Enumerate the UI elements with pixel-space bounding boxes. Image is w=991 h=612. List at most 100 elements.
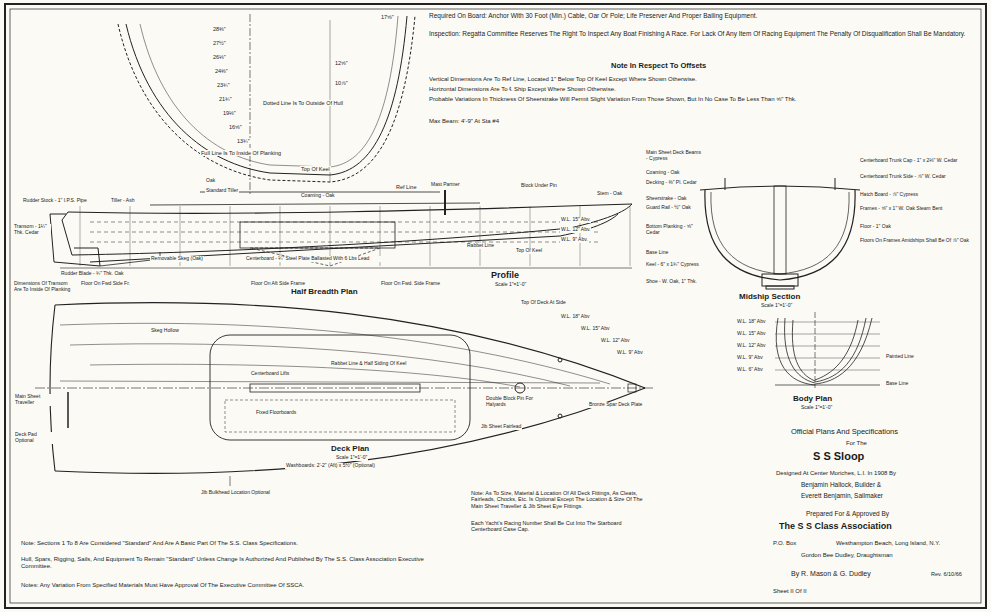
part-label: Oak xyxy=(205,178,216,184)
part-label: Jib Sheet Fairlead xyxy=(480,424,522,430)
note-text: Max Beam: 4'-9" At Sta #4 xyxy=(428,118,500,125)
note-text: Horizontal Dimensions Are To ℄ Ship Exce… xyxy=(428,86,975,93)
title-block-text: Designed At Center Moriches, L.I. In 190… xyxy=(775,470,897,477)
part-label: Shoe - W. Oak, 1" Thk. xyxy=(645,279,703,285)
dimension-label: 16⅝" xyxy=(228,124,243,130)
dimension-label: 24⅜" xyxy=(214,68,229,74)
title-block-text: Rev. 6/10/66 xyxy=(930,571,963,577)
note-text: Note: As To Size, Material & Location Of… xyxy=(470,490,647,509)
part-label: Standard Tiller xyxy=(205,188,239,194)
part-label: Sheerstrake - Oak xyxy=(645,196,688,202)
note-text: Note: Sections 1 To 8 Are Considered "St… xyxy=(20,540,442,547)
part-label: Floor On Fwd. Side Frame xyxy=(380,281,441,287)
view-title: Half Breadth Plan xyxy=(290,287,359,296)
view-title: Deck Plan xyxy=(330,444,370,453)
part-label: Skeg Hollow xyxy=(150,328,180,334)
part-label: W.L. 15" Abv xyxy=(580,326,610,332)
title-block-text: S S Sloop xyxy=(812,450,865,463)
title-block-text: Gordon Bee Dudley, Draughtsman xyxy=(800,552,894,559)
part-label: Floor On Aft Side Frame xyxy=(250,281,306,287)
part-label: Dotted Line Is To Outside Of Hull xyxy=(262,100,344,106)
part-label: Painted Line xyxy=(885,354,915,360)
part-label: W.L. 15" Abv xyxy=(736,331,766,337)
part-label: Base Line xyxy=(645,250,669,256)
dimension-label: 27½" xyxy=(212,40,227,46)
dimension-label: 21¾" xyxy=(218,96,233,102)
part-label: W.L. 6" Abv xyxy=(736,367,764,373)
part-label: Tiller - Ash xyxy=(110,198,135,204)
note-text: Notes: Any Variation From Specified Mate… xyxy=(20,582,442,589)
dimension-label: 26⅛" xyxy=(212,54,227,60)
dimension-label: 23¾" xyxy=(216,82,231,88)
note-text: Vertical Dimensions Are To Ref Line, Loc… xyxy=(428,76,975,83)
part-label: Bronze Spar Deck Plate xyxy=(588,402,646,408)
part-label: Transom - 1¼" Thk. Cedar xyxy=(13,224,51,236)
part-label: W.L. 12" Abv xyxy=(600,338,630,344)
part-label: Centerboard Trunk Side - ⅞" W. Cedar xyxy=(859,174,977,180)
part-label: Fixed Floorboards xyxy=(255,410,297,416)
part-label: W.L. 9" Abv. xyxy=(560,237,589,243)
view-title: Midship Section xyxy=(738,292,801,301)
part-label: Top Of Keel xyxy=(300,166,331,172)
part-label: Jib Bulkhead Location Optional xyxy=(200,490,271,496)
part-label: Bottom Planking - ⅝" Cedar xyxy=(645,224,703,236)
part-label: Floors On Frames Amidships Shall Be Of ⅞… xyxy=(859,238,977,244)
part-label: Hatch Board - ⅞" Cypress xyxy=(859,192,977,198)
dimension-label: 28⅜" xyxy=(212,26,227,32)
part-label: Base Line xyxy=(885,381,909,387)
part-label: Centerboard Lifts xyxy=(250,371,290,377)
title-block-text: The S S Class Association xyxy=(778,521,893,531)
dimension-label: 17⅝" xyxy=(380,14,395,20)
note-text: Hull, Spars, Rigging, Sails, And Equipme… xyxy=(20,556,442,570)
part-label: Floor On Fwd Side Fr. xyxy=(80,281,131,287)
title-block-text: Prepared For & Approved By xyxy=(805,510,890,517)
dimension-label: 13¾" xyxy=(236,138,251,144)
title-block-text: For The xyxy=(845,440,868,447)
view-title: Note In Respect To Offsets xyxy=(610,62,707,71)
dimension-label: 12⅝" xyxy=(334,60,349,66)
part-label: Guard Rail - ½" Oak xyxy=(645,205,703,211)
part-label: Rabbet Line & Half Siding Of Keel xyxy=(330,361,407,367)
part-label: Top Of Keel xyxy=(515,248,543,254)
part-label: Stem - Oak xyxy=(596,191,623,197)
part-label: Centerboard Trunk Cap - 1" x 2⅛" W. Ceda… xyxy=(859,158,977,164)
part-label: Rudder Blade - ¾" Thk. Oak xyxy=(60,271,125,277)
part-label: Top Of Deck At Side xyxy=(520,300,567,306)
part-label: Full Line Is To Inside Of Planking xyxy=(200,150,282,156)
note-text: Each Yacht's Racing Number Shall Be Cut … xyxy=(470,520,647,533)
part-label: W.L. 15" Abv. xyxy=(560,217,591,223)
part-label: Removable Skeg (Oak) xyxy=(150,256,204,262)
part-label: Washboards: 2'-2" (Aft) x 5½" (Optional) xyxy=(285,463,376,469)
view-title: Scale 1"=1'-0" xyxy=(760,303,793,309)
part-label: W.L. 18" Abv xyxy=(560,314,590,320)
part-label: Ref Line xyxy=(395,184,418,190)
view-title: Body Plan xyxy=(792,394,833,403)
title-block-text: Sheet II Of II xyxy=(772,588,808,595)
part-label: Decking - ⅜" Pl. Cedar xyxy=(645,180,703,186)
title-block-text: Everett Benjamin, Sailmaker xyxy=(800,492,884,499)
note-text: Required On Board: Anchor With 30 Foot (… xyxy=(428,12,975,19)
title-block-text: By R. Mason & G. Dudley xyxy=(790,570,872,578)
part-label: Block Under Pin xyxy=(520,183,558,189)
part-label: Keel - 6" x 1¾" Cypress xyxy=(645,262,703,268)
part-label: Double Block Pin For Halyards xyxy=(485,396,545,408)
part-label: W.L. 12" Abv. xyxy=(560,227,591,233)
part-label: Coaming - Oak xyxy=(300,193,336,199)
note-text: Inspection: Regatta Committee Reserves T… xyxy=(428,30,975,37)
part-label: Dimensions Of Transom Are To Inside Of P… xyxy=(13,281,75,293)
part-label: Main Sheet Deck Beams - Cypress xyxy=(645,150,705,162)
part-label: Rudder Stock - 1" I.P.S. Pipe xyxy=(22,198,88,204)
part-label: Centerboard - ¼" Steel Plate Ballasted W… xyxy=(245,256,397,262)
view-title: Scale 1"=1'-0" xyxy=(494,282,527,288)
part-label: W.L. 12" Abv xyxy=(736,343,766,349)
part-label: Floor - 1" Oak xyxy=(859,224,977,230)
part-label: Mast Partner xyxy=(430,182,461,188)
title-block-text: P.O. Box xyxy=(772,540,797,547)
title-block-text: Official Plans And Specifications xyxy=(790,428,899,437)
title-block-text: Benjamin Hallock, Builder & xyxy=(800,481,882,488)
part-label: Coaming - Oak xyxy=(645,170,681,176)
part-label: W.L. 18" Abv xyxy=(736,319,766,325)
part-label: Main Sheet Traveller xyxy=(14,394,56,406)
view-title: Scale 1"=1'-0" xyxy=(335,455,368,461)
